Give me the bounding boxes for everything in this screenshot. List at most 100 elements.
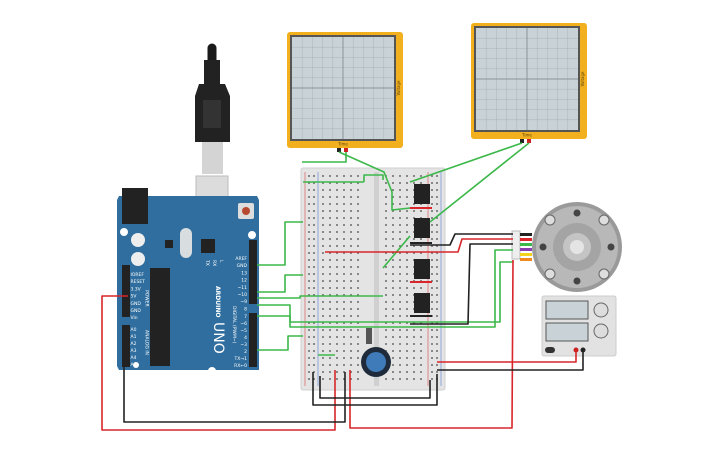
breadboard-hole[interactable] xyxy=(313,203,315,205)
breadboard-hole[interactable] xyxy=(436,203,438,205)
breadboard-hole[interactable] xyxy=(336,196,338,198)
breadboard-hole[interactable] xyxy=(308,266,310,268)
breadboard-hole[interactable] xyxy=(399,343,401,345)
breadboard-hole[interactable] xyxy=(322,336,324,338)
breadboard-hole[interactable] xyxy=(385,189,387,191)
breadboard-hole[interactable] xyxy=(406,364,408,366)
breadboard-hole[interactable] xyxy=(392,315,394,317)
breadboard-hole[interactable] xyxy=(313,217,315,219)
breadboard-hole[interactable] xyxy=(357,175,359,177)
breadboard-hole[interactable] xyxy=(322,217,324,219)
breadboard-hole[interactable] xyxy=(357,322,359,324)
breadboard-hole[interactable] xyxy=(385,343,387,345)
breadboard-hole[interactable] xyxy=(392,287,394,289)
breadboard-hole[interactable] xyxy=(322,266,324,268)
breadboard-hole[interactable] xyxy=(322,301,324,303)
breadboard-hole[interactable] xyxy=(392,231,394,233)
breadboard-hole[interactable] xyxy=(343,196,345,198)
breadboard-hole[interactable] xyxy=(329,266,331,268)
breadboard-hole[interactable] xyxy=(406,224,408,226)
breadboard-hole[interactable] xyxy=(343,350,345,352)
breadboard-hole[interactable] xyxy=(392,280,394,282)
breadboard-hole[interactable] xyxy=(413,336,415,338)
breadboard-hole[interactable] xyxy=(392,294,394,296)
breadboard-hole[interactable] xyxy=(336,189,338,191)
breadboard-hole[interactable] xyxy=(322,315,324,317)
breadboard-hole[interactable] xyxy=(385,301,387,303)
breadboard-hole[interactable] xyxy=(329,182,331,184)
breadboard-hole[interactable] xyxy=(385,294,387,296)
breadboard-hole[interactable] xyxy=(399,371,401,373)
breadboard-hole[interactable] xyxy=(343,224,345,226)
breadboard-hole[interactable] xyxy=(399,210,401,212)
potentiometer[interactable] xyxy=(361,328,391,377)
breadboard-hole[interactable] xyxy=(308,364,310,366)
breadboard-hole[interactable] xyxy=(329,217,331,219)
breadboard-hole[interactable] xyxy=(308,308,310,310)
breadboard-hole[interactable] xyxy=(413,245,415,247)
breadboard-hole[interactable] xyxy=(436,266,438,268)
breadboard-hole[interactable] xyxy=(343,259,345,261)
breadboard-hole[interactable] xyxy=(313,280,315,282)
breadboard-hole[interactable] xyxy=(350,238,352,240)
breadboard-hole[interactable] xyxy=(350,182,352,184)
breadboard-hole[interactable] xyxy=(336,315,338,317)
breadboard-hole[interactable] xyxy=(436,280,438,282)
breadboard-hole[interactable] xyxy=(308,329,310,331)
breadboard-hole[interactable] xyxy=(343,273,345,275)
breadboard-hole[interactable] xyxy=(350,371,352,373)
breadboard-hole[interactable] xyxy=(357,189,359,191)
breadboard-hole[interactable] xyxy=(322,238,324,240)
breadboard-hole[interactable] xyxy=(413,175,415,177)
breadboard-hole[interactable] xyxy=(350,273,352,275)
breadboard-hole[interactable] xyxy=(431,273,433,275)
breadboard-hole[interactable] xyxy=(399,280,401,282)
breadboard-hole[interactable] xyxy=(399,329,401,331)
breadboard-hole[interactable] xyxy=(357,350,359,352)
breadboard-hole[interactable] xyxy=(436,259,438,261)
breadboard-hole[interactable] xyxy=(343,175,345,177)
breadboard-hole[interactable] xyxy=(436,175,438,177)
breadboard-hole[interactable] xyxy=(329,231,331,233)
breadboard-hole[interactable] xyxy=(431,210,433,212)
breadboard-hole[interactable] xyxy=(392,336,394,338)
breadboard-hole[interactable] xyxy=(350,308,352,310)
breadboard-hole[interactable] xyxy=(313,273,315,275)
breadboard-hole[interactable] xyxy=(392,182,394,184)
breadboard-hole[interactable] xyxy=(322,203,324,205)
breadboard-hole[interactable] xyxy=(420,210,422,212)
breadboard-hole[interactable] xyxy=(399,231,401,233)
breadboard-hole[interactable] xyxy=(336,245,338,247)
wire-gnd[interactable] xyxy=(257,221,303,266)
breadboard-hole[interactable] xyxy=(431,294,433,296)
breadboard-hole[interactable] xyxy=(420,252,422,254)
breadboard-hole[interactable] xyxy=(329,224,331,226)
breadboard-hole[interactable] xyxy=(413,210,415,212)
breadboard-hole[interactable] xyxy=(357,238,359,240)
breadboard-hole[interactable] xyxy=(329,357,331,359)
breadboard-hole[interactable] xyxy=(392,175,394,177)
breadboard-hole[interactable] xyxy=(329,336,331,338)
breadboard-hole[interactable] xyxy=(385,196,387,198)
breadboard-hole[interactable] xyxy=(420,238,422,240)
breadboard-hole[interactable] xyxy=(436,336,438,338)
breadboard-hole[interactable] xyxy=(385,238,387,240)
breadboard-hole[interactable] xyxy=(322,322,324,324)
breadboard-hole[interactable] xyxy=(308,182,310,184)
breadboard-hole[interactable] xyxy=(350,203,352,205)
breadboard-hole[interactable] xyxy=(329,378,331,380)
breadboard-hole[interactable] xyxy=(322,231,324,233)
breadboard-hole[interactable] xyxy=(431,322,433,324)
breadboard-hole[interactable] xyxy=(313,189,315,191)
breadboard-hole[interactable] xyxy=(350,378,352,380)
dc-motor-encoder[interactable] xyxy=(511,202,622,292)
breadboard-hole[interactable] xyxy=(322,224,324,226)
breadboard-hole[interactable] xyxy=(431,252,433,254)
breadboard-hole[interactable] xyxy=(431,231,433,233)
breadboard-hole[interactable] xyxy=(392,196,394,198)
breadboard-hole[interactable] xyxy=(431,189,433,191)
breadboard-hole[interactable] xyxy=(357,245,359,247)
breadboard-hole[interactable] xyxy=(350,196,352,198)
breadboard-hole[interactable] xyxy=(343,329,345,331)
breadboard-hole[interactable] xyxy=(357,273,359,275)
